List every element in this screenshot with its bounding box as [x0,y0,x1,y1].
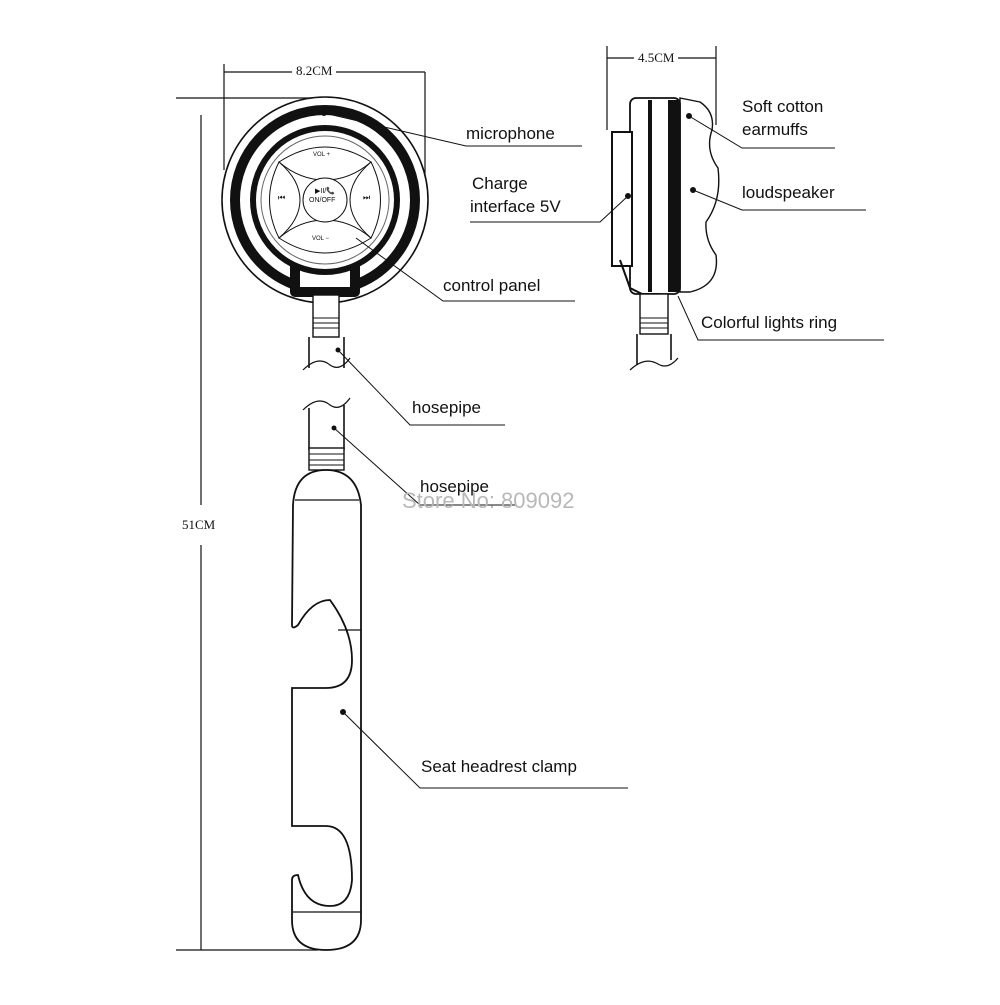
clamp-view [291,397,362,951]
depth-dimension-label: 4.5CM [634,50,679,66]
length-dimension-line [176,97,322,951]
prev-track-icon: ⏮ [278,193,286,202]
power-label: ON/OFF [309,197,336,204]
charge-interface-label-line2: interface 5V [470,197,561,216]
vol-up-label: VOL + [313,152,330,158]
vol-down-label: VOL − [312,236,329,242]
loudspeaker-label: loudspeaker [742,183,835,202]
side-view [611,97,720,371]
length-dimension-label: 51CM [178,517,220,533]
microphone-label: microphone [466,124,555,143]
soft-cotton-label-line1: Soft cotton [742,97,824,116]
hosepipe-upper-label: hosepipe [412,398,482,417]
seat-headrest-clamp-label: Seat headrest clamp [421,757,577,776]
colorful-lights-ring-label: Colorful lights ring [701,313,838,332]
control-panel-label: control panel [443,276,541,295]
callout-lines [323,112,884,789]
charge-interface-label-line1: Charge [472,174,528,193]
front-view [221,96,429,371]
store-watermark: Store No: 809092 [402,488,575,513]
soft-cotton-label-line2: earmuffs [742,120,808,139]
play-pause-label: ▶II/📞 [315,188,335,195]
next-track-icon: ⏭ [363,193,371,202]
width-dimension-label: 8.2CM [292,63,337,79]
hosepipe-lower-label: hosepipe [420,477,490,496]
